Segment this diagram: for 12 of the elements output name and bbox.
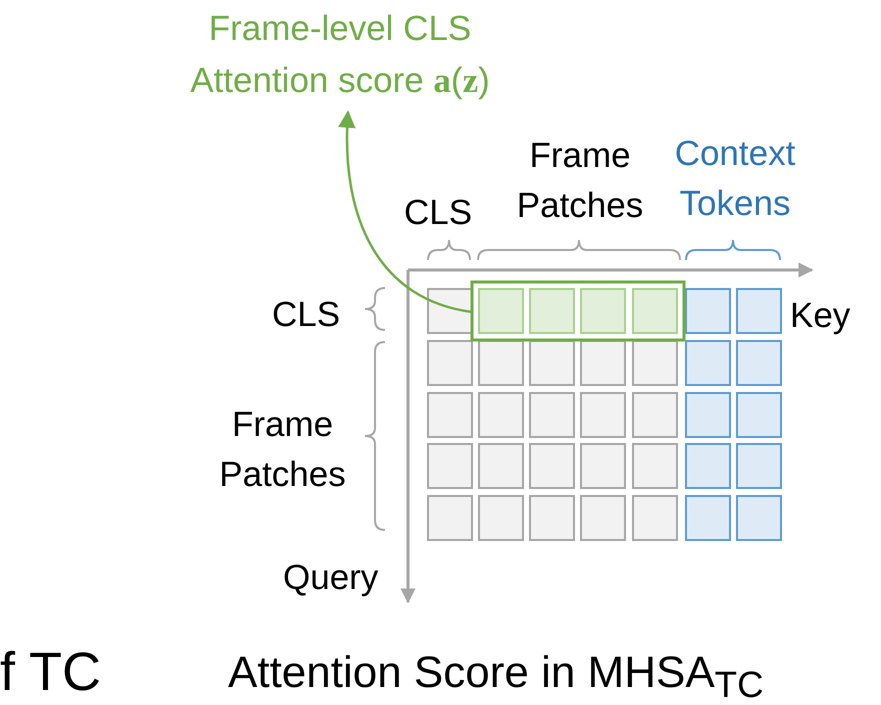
axis-label: Frame Patches bbox=[516, 135, 644, 227]
highlight-box bbox=[470, 280, 686, 342]
caption: Attention Score in MHSA$_{TC}$ bbox=[228, 647, 764, 705]
axis-label: CLS bbox=[272, 294, 340, 336]
arrow bbox=[338, 110, 472, 314]
axis-label: Frame Patches bbox=[218, 404, 347, 496]
partial-text: f TC bbox=[0, 641, 102, 704]
annotation-text: Frame-level CLS Attention score a(z) bbox=[60, 3, 620, 107]
axis-label: Query bbox=[283, 557, 378, 599]
axis-label: CLS bbox=[404, 192, 472, 234]
axis-label: Context Tokens bbox=[674, 133, 796, 225]
axis-label: Key bbox=[790, 295, 850, 337]
